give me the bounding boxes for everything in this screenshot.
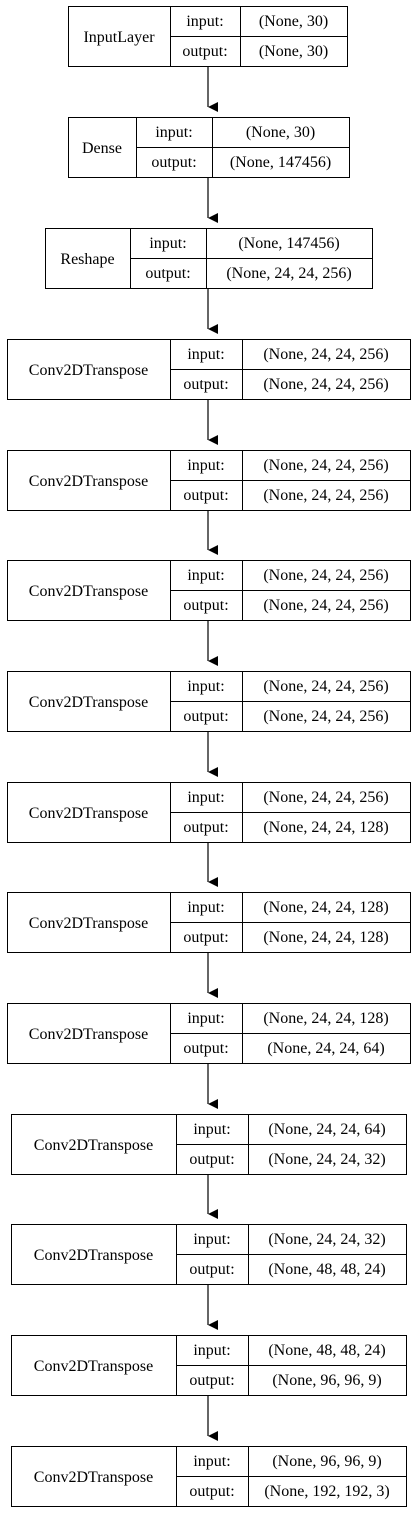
layer-node: Conv2DTranspose input: output: (None, 24, 2… bbox=[7, 892, 411, 953]
input-shape: (None, 30) bbox=[259, 13, 328, 30]
output-shape: (None, 24, 24, 32) bbox=[268, 1151, 385, 1168]
layer-node: InputLayer input: output: (None, 30) (None, … bbox=[68, 6, 348, 67]
input-shape: (None, 30) bbox=[246, 124, 315, 141]
output-label: output: bbox=[189, 1372, 234, 1389]
output-shape: (None, 24, 24, 256) bbox=[263, 597, 388, 614]
input-label: input: bbox=[186, 13, 223, 30]
input-shape: (None, 24, 24, 256) bbox=[263, 346, 388, 363]
output-shape: (None, 24, 24, 256) bbox=[226, 265, 351, 282]
output-shape: (None, 24, 24, 128) bbox=[263, 929, 388, 946]
output-shape: (None, 48, 48, 24) bbox=[268, 1261, 385, 1278]
output-label: output: bbox=[189, 1261, 234, 1278]
layer-name: Conv2DTranspose bbox=[34, 1358, 153, 1375]
output-shape: (None, 96, 96, 9) bbox=[272, 1372, 381, 1389]
input-shape: (None, 24, 24, 128) bbox=[263, 1010, 388, 1027]
layer-node: Conv2DTranspose input: output: (None, 24, 2… bbox=[7, 450, 411, 511]
layer-name: Conv2DTranspose bbox=[34, 1137, 153, 1154]
layer-node: Conv2DTranspose input: output: (None, 24, 2… bbox=[11, 1114, 407, 1175]
input-label: input: bbox=[193, 1342, 230, 1359]
layer-name: Conv2DTranspose bbox=[29, 805, 148, 822]
input-label: input: bbox=[187, 899, 224, 916]
input-label: input: bbox=[155, 124, 192, 141]
input-label: input: bbox=[187, 567, 224, 584]
output-label: output: bbox=[189, 1483, 234, 1500]
output-shape: (None, 24, 24, 256) bbox=[263, 708, 388, 725]
layer-node: Conv2DTranspose input: output: (None, 96, 9… bbox=[11, 1446, 407, 1507]
output-label: output: bbox=[189, 1151, 234, 1168]
input-shape: (None, 24, 24, 128) bbox=[263, 899, 388, 916]
input-shape: (None, 147456) bbox=[238, 235, 339, 252]
output-shape: (None, 147456) bbox=[230, 154, 331, 171]
input-shape: (None, 24, 24, 256) bbox=[263, 678, 388, 695]
output-label: output: bbox=[183, 819, 228, 836]
layer-name: Conv2DTranspose bbox=[29, 915, 148, 932]
layer-name: Conv2DTranspose bbox=[29, 1026, 148, 1043]
input-shape: (None, 24, 24, 256) bbox=[263, 457, 388, 474]
output-shape: (None, 24, 24, 64) bbox=[267, 1040, 384, 1057]
output-label: output: bbox=[183, 376, 228, 393]
output-label: output: bbox=[183, 487, 228, 504]
layer-node: Conv2DTranspose input: output: (None, 48, 4… bbox=[11, 1335, 407, 1396]
input-label: input: bbox=[193, 1231, 230, 1248]
layer-node: Conv2DTranspose input: output: (None, 24, 2… bbox=[7, 339, 411, 400]
output-label: output: bbox=[145, 265, 190, 282]
layer-name: Conv2DTranspose bbox=[34, 1469, 153, 1486]
output-shape: (None, 24, 24, 256) bbox=[263, 376, 388, 393]
output-label: output: bbox=[183, 929, 228, 946]
input-label: input: bbox=[193, 1121, 230, 1138]
layer-node: Conv2DTranspose input: output: (None, 24, 2… bbox=[7, 782, 411, 843]
output-label: output: bbox=[151, 154, 196, 171]
output-label: output: bbox=[183, 1040, 228, 1057]
layer-node: Conv2DTranspose input: output: (None, 24, 2… bbox=[7, 671, 411, 732]
layer-name: Dense bbox=[82, 140, 122, 157]
input-shape: (None, 96, 96, 9) bbox=[272, 1453, 381, 1470]
layer-node: Conv2DTranspose input: output: (None, 24, 2… bbox=[7, 1003, 411, 1064]
input-label: input: bbox=[149, 235, 186, 252]
layer-node: Conv2DTranspose input: output: (None, 24, 2… bbox=[7, 560, 411, 621]
layer-node: Conv2DTranspose input: output: (None, 24, 2… bbox=[11, 1224, 407, 1285]
input-label: input: bbox=[187, 1010, 224, 1027]
layer-name: Conv2DTranspose bbox=[34, 1247, 153, 1264]
input-label: input: bbox=[187, 457, 224, 474]
input-label: input: bbox=[187, 789, 224, 806]
input-label: input: bbox=[187, 346, 224, 363]
layer-node: Dense input: output: (None, 30) (None, 14745… bbox=[68, 117, 350, 178]
output-shape: (None, 30) bbox=[259, 43, 328, 60]
layer-name: Conv2DTranspose bbox=[29, 473, 148, 490]
input-shape: (None, 24, 24, 32) bbox=[268, 1231, 385, 1248]
input-shape: (None, 48, 48, 24) bbox=[268, 1342, 385, 1359]
output-label: output: bbox=[182, 43, 227, 60]
input-label: input: bbox=[187, 678, 224, 695]
layer-node: Reshape input: output: (None, 147456) (None,… bbox=[45, 228, 373, 289]
output-shape: (None, 192, 192, 3) bbox=[264, 1483, 389, 1500]
input-shape: (None, 24, 24, 256) bbox=[263, 567, 388, 584]
output-shape: (None, 24, 24, 128) bbox=[263, 819, 388, 836]
input-shape: (None, 24, 24, 256) bbox=[263, 789, 388, 806]
layer-name: InputLayer bbox=[83, 29, 155, 46]
layer-name: Conv2DTranspose bbox=[29, 694, 148, 711]
output-label: output: bbox=[183, 708, 228, 725]
output-shape: (None, 24, 24, 256) bbox=[263, 487, 388, 504]
layer-name: Reshape bbox=[60, 251, 114, 268]
input-shape: (None, 24, 24, 64) bbox=[268, 1121, 385, 1138]
layer-name: Conv2DTranspose bbox=[29, 362, 148, 379]
layer-name: Conv2DTranspose bbox=[29, 583, 148, 600]
input-label: input: bbox=[193, 1453, 230, 1470]
output-label: output: bbox=[183, 597, 228, 614]
